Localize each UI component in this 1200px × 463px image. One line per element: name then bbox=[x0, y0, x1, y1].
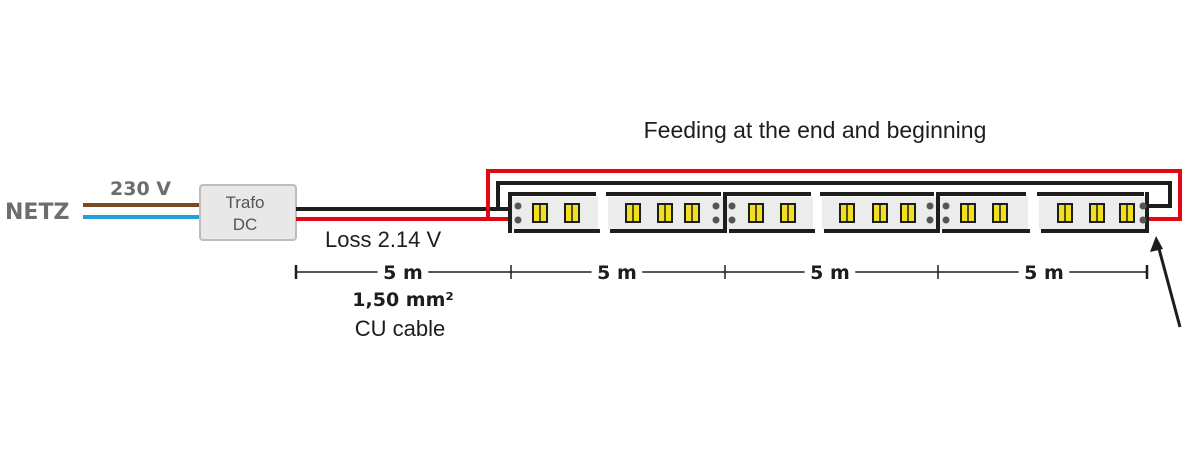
dimension-line bbox=[294, 265, 1149, 279]
solder-pad bbox=[728, 216, 736, 224]
solder-pad bbox=[514, 216, 522, 224]
led-strip bbox=[508, 192, 1149, 233]
strip-piece bbox=[940, 197, 1028, 229]
solder-pad bbox=[728, 202, 736, 210]
solder-pad bbox=[942, 202, 950, 210]
segment-length-2: 5 m bbox=[597, 262, 637, 284]
segment-length-1: 5 m bbox=[383, 262, 423, 284]
solder-pad bbox=[926, 202, 934, 210]
solder-pad bbox=[1139, 216, 1147, 224]
solder-pad bbox=[712, 216, 720, 224]
transformer-line2: DC bbox=[233, 215, 258, 234]
solder-pad bbox=[712, 202, 720, 210]
mains-voltage: 230 V bbox=[110, 178, 171, 200]
strip-piece bbox=[727, 197, 813, 229]
diagram-title: Feeding at the end and beginning bbox=[644, 117, 987, 143]
transformer-line1: Trafo bbox=[225, 193, 264, 212]
cable-cross-section: 1,50 mm² bbox=[352, 289, 453, 311]
transformer: Trafo DC bbox=[199, 184, 297, 241]
red-return-wire bbox=[486, 169, 1182, 221]
solder-pad bbox=[514, 202, 522, 210]
black-return-wire bbox=[496, 181, 1172, 209]
solder-pad bbox=[926, 216, 934, 224]
cable-material: CU cable bbox=[355, 316, 445, 341]
segment-length-3: 5 m bbox=[810, 262, 850, 284]
loss-label: Loss 2.14 V bbox=[325, 227, 442, 252]
solder-pad bbox=[942, 216, 950, 224]
strip-piece bbox=[512, 197, 598, 229]
mains-label: NETZ bbox=[5, 200, 69, 225]
segment-length-4: 5 m bbox=[1024, 262, 1064, 284]
arrow-icon bbox=[1150, 236, 1182, 328]
solder-pad bbox=[1139, 202, 1147, 210]
